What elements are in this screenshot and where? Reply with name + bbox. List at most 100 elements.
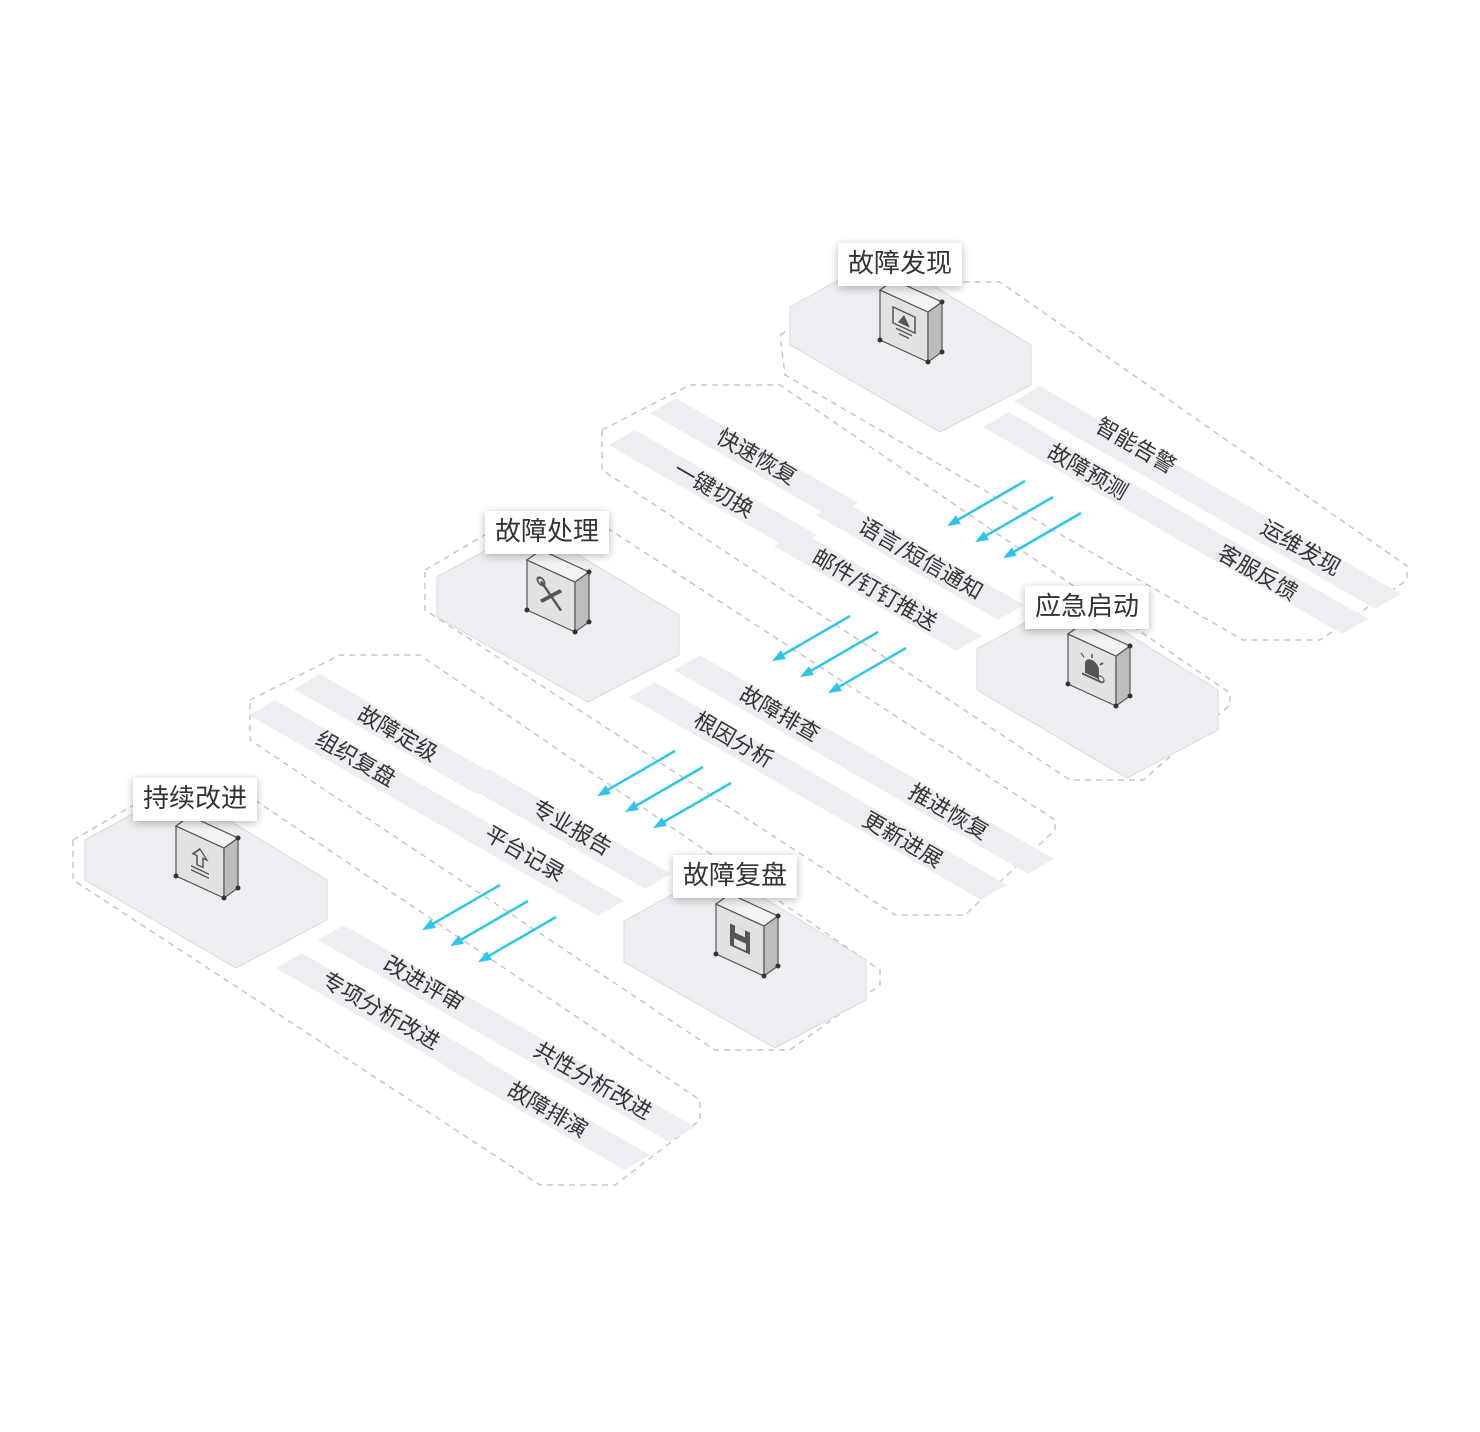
panel-cell bbox=[1014, 386, 1222, 506]
panel-cell-label: 快速恢复 bbox=[712, 425, 801, 491]
cabinet-corner-dot bbox=[939, 299, 945, 305]
cabinet-corner-dot bbox=[877, 337, 883, 343]
flow-arrow-line bbox=[952, 479, 1026, 524]
stage-cabinet bbox=[713, 893, 781, 979]
warning-triangle bbox=[898, 315, 910, 328]
flow-arrow-line bbox=[833, 646, 907, 691]
panel-cell bbox=[674, 655, 882, 775]
save-disk-icon bbox=[730, 923, 750, 955]
cabinet-corner-dot bbox=[775, 963, 781, 969]
stage-label-review: 故障复盘 bbox=[673, 855, 798, 898]
flow-arrow-line bbox=[980, 495, 1054, 540]
flow-arrow-line bbox=[777, 614, 851, 659]
panel-cell bbox=[650, 398, 858, 518]
flow-arrow-line bbox=[455, 899, 529, 944]
panel-cell bbox=[629, 682, 837, 802]
cabinet-corner-dot bbox=[713, 951, 719, 957]
alarm-base bbox=[1082, 672, 1102, 684]
panel-cell bbox=[318, 925, 526, 1045]
flow-arrow-head bbox=[450, 935, 464, 947]
panel-cell bbox=[249, 700, 457, 820]
alarm-ray bbox=[1080, 652, 1085, 658]
upload-arrow-icon bbox=[191, 847, 209, 879]
panel-cell bbox=[846, 754, 1054, 874]
disk-label bbox=[734, 938, 746, 951]
panel-cell bbox=[774, 531, 982, 651]
flow-arrow-head bbox=[828, 682, 842, 694]
stage-label-discovery: 故障发现 bbox=[838, 243, 963, 286]
stage-cabinet bbox=[877, 279, 945, 365]
base-line bbox=[191, 865, 209, 875]
flow-arrow-head bbox=[772, 650, 786, 662]
flow-arrow-line bbox=[602, 749, 676, 794]
screwdriver bbox=[539, 589, 563, 603]
cabinet-corner-dot bbox=[1127, 643, 1133, 649]
flow-arrow-head bbox=[653, 817, 667, 829]
cabinet-corner-dot bbox=[1065, 681, 1071, 687]
flow-arrow-head bbox=[597, 785, 611, 797]
flow-arrow-head bbox=[947, 515, 961, 527]
cabinet-corner-dot bbox=[1113, 703, 1119, 709]
flow-arrow-head bbox=[975, 531, 989, 543]
cabinet-corner-dot bbox=[586, 619, 592, 625]
flow-arrow-head bbox=[1003, 547, 1017, 559]
disk-shutter bbox=[735, 925, 745, 938]
cabinet-corner-dot bbox=[925, 359, 931, 365]
cabinet-corner-dot bbox=[235, 885, 241, 891]
monitor-line bbox=[899, 332, 909, 340]
stage-cabinet bbox=[173, 815, 241, 901]
flow-arrow-head bbox=[625, 801, 639, 813]
flow-arrow-head bbox=[800, 666, 814, 678]
cabinet-corner-dot bbox=[572, 629, 578, 635]
flow-arrow-line bbox=[427, 883, 501, 928]
warning-monitor-icon bbox=[892, 305, 916, 340]
gear-mini bbox=[1097, 675, 1105, 684]
monitor-line bbox=[896, 327, 912, 337]
stage-cabinet bbox=[1065, 623, 1133, 709]
cabinet-corner-dot bbox=[221, 895, 227, 901]
cabinet-corner-dot bbox=[775, 913, 781, 919]
panel-cell bbox=[442, 1050, 650, 1170]
panel-cell bbox=[799, 780, 1007, 900]
panel-cell bbox=[609, 430, 817, 550]
stage-label-improvement: 持续改进 bbox=[133, 778, 258, 821]
cabinet-corner-dot bbox=[524, 607, 530, 613]
flow-arrow-line bbox=[805, 630, 879, 675]
base-line bbox=[191, 869, 209, 879]
flow-arrow-line bbox=[658, 781, 732, 826]
alarm-light-icon bbox=[1080, 652, 1105, 684]
cabinet-corner-dot bbox=[1127, 693, 1133, 699]
panel-cell bbox=[816, 500, 1024, 620]
cabinet-corner-dot bbox=[586, 569, 592, 575]
panel-cell bbox=[294, 674, 502, 794]
panel-cell bbox=[983, 412, 1191, 532]
flow-arrow-head bbox=[478, 951, 492, 963]
panel-cell bbox=[1160, 514, 1368, 634]
flow-arrow-line bbox=[630, 765, 704, 810]
cabinet-corner-dot bbox=[939, 349, 945, 355]
alarm-bulb bbox=[1085, 659, 1099, 680]
stage-label-handling: 故障处理 bbox=[485, 511, 610, 554]
flow-arrow-line bbox=[1008, 511, 1082, 556]
panel-cell bbox=[487, 1022, 695, 1142]
tools-icon bbox=[536, 576, 563, 612]
flow-arrow-head bbox=[422, 919, 436, 931]
panel-cell bbox=[276, 953, 484, 1073]
stage-cabinet bbox=[524, 549, 592, 635]
panel-cell bbox=[463, 769, 671, 889]
cabinet-corner-dot bbox=[173, 873, 179, 879]
monitor-frame bbox=[892, 305, 916, 335]
wrench-head bbox=[536, 576, 546, 587]
cabinet-corner-dot bbox=[761, 973, 767, 979]
stage-group-outline bbox=[249, 654, 881, 1051]
panel-cell bbox=[1193, 489, 1401, 609]
alarm-ray bbox=[1099, 662, 1104, 666]
panel-cell-label: 一键切换 bbox=[669, 458, 758, 524]
panel-cell bbox=[416, 796, 624, 916]
flow-arrow-line bbox=[483, 915, 557, 960]
up-arrow bbox=[191, 847, 209, 869]
cabinet-corner-dot bbox=[235, 835, 241, 841]
stage-label-emergency: 应急启动 bbox=[1025, 586, 1150, 629]
